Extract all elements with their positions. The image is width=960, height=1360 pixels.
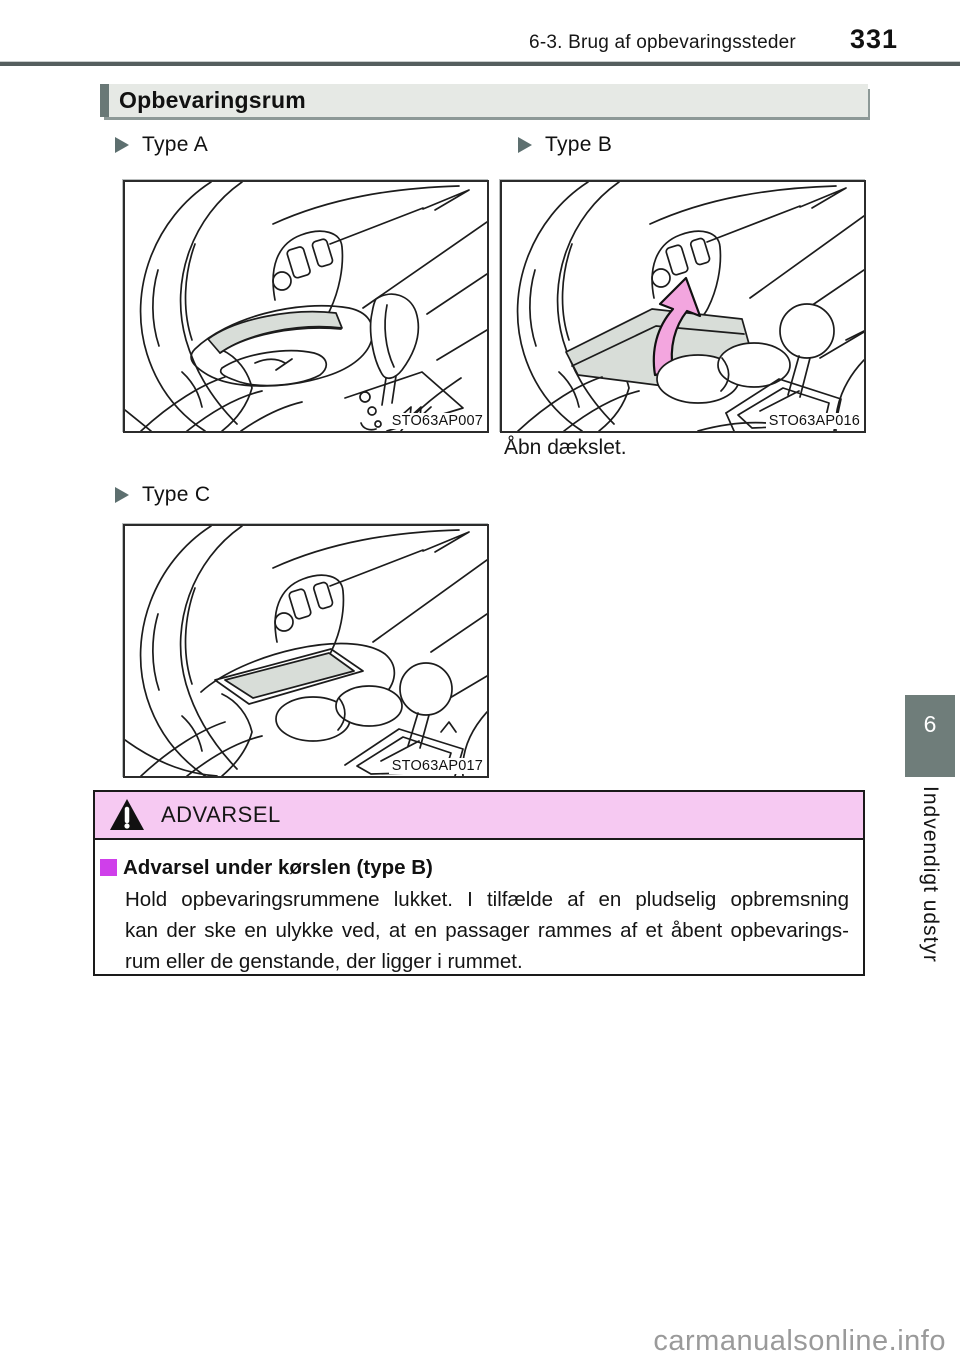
page-number: 331 [849,24,898,54]
warning-subheading: Advarsel under kørslen (type B) [123,856,433,879]
page-header: 6-3. Brug af opbevaringssteder 331 [0,24,898,55]
watermark-text: carmanualsonline.info [653,1325,946,1357]
warning-body-line: kan der ske en ulykke ved, at en passage… [125,919,849,942]
chapter-section-title: 6-3. Brug af opbevaringssteder [529,32,796,53]
figure-code: STO63AP017 [388,758,483,774]
section-title: Opbevaringsrum [119,87,306,113]
figure-type-b-illustration [516,182,864,431]
warning-triangle-icon [110,799,144,830]
open-arrow-icon [652,276,702,377]
warning-subheading-row: Advarsel under kørslen (type B) [100,856,863,880]
figure-type-c: STO63AP017 [123,524,489,778]
dashboard-lines [272,185,487,431]
chapter-number: 6 [923,711,937,737]
figure-label-text: Type A [142,133,209,156]
chapter-number-badge: 6 [905,695,955,777]
cup-holders [656,342,791,404]
figure-code: STO63AP016 [765,413,860,429]
warning-title: ADVARSEL [161,802,281,827]
figure-type-a: STO63AP007 [123,180,489,433]
figure-label-text: Type C [142,483,211,506]
warning-body-line: rum eller de genstande, der ligger i rum… [125,950,523,973]
figure-type-c-illustration [125,526,487,776]
magenta-square-bullet-icon [100,859,117,876]
chapter-vertical-label: Indvendigt udstyr [919,786,942,963]
warning-header: ADVARSEL [95,792,863,840]
figure-code: STO63AP007 [388,413,483,429]
figure-type-b: STO63AP016 [500,180,866,433]
figure-label-type-c: Type C [115,483,210,507]
cup-holders [275,685,403,742]
figure-caption: Åbn dækslet. [504,436,627,459]
warning-body-line: Hold opbevaringsrummene lukket. I tilfæl… [125,888,849,911]
dashboard-lines [649,185,864,359]
open-storage-tray [200,642,396,705]
steering-wheel [516,182,630,431]
right-triangle-marker-icon [115,137,129,153]
lower-console-lines [125,376,303,431]
storage-tray [190,304,374,387]
figure-label-type-b: Type B [518,133,612,157]
right-triangle-marker-icon [518,137,532,153]
dashboard-lines [272,529,487,703]
steering-wheel [139,526,253,776]
figure-label-text: Type B [545,133,613,156]
steering-wheel [139,182,253,431]
shift-lever [344,293,464,431]
figure-label-type-a: Type A [115,133,208,157]
header-rule [0,61,960,66]
section-title-bar: Opbevaringsrum [100,84,868,117]
warning-box: ADVARSEL Advarsel under kørslen (type B)… [93,790,865,976]
figure-type-a-illustration [125,182,487,431]
right-triangle-marker-icon [115,487,129,503]
